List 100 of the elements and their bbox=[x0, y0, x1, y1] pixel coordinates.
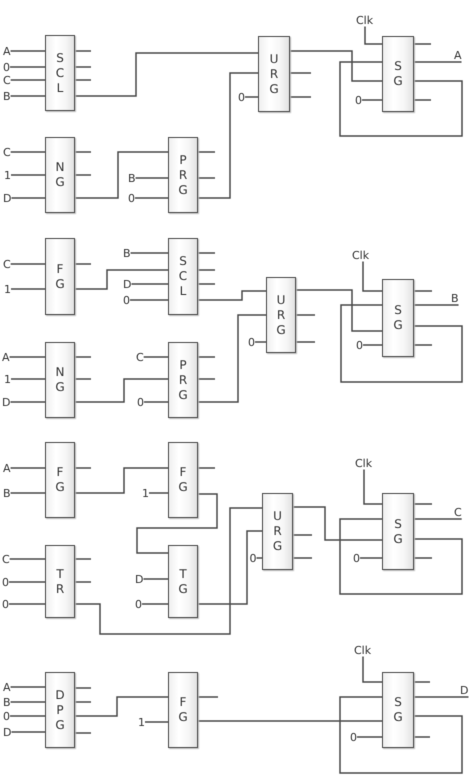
wire bbox=[414, 518, 462, 520]
gate-block: S G bbox=[382, 279, 414, 357]
input-label: 0 bbox=[3, 60, 10, 74]
input-label: 0 bbox=[250, 552, 256, 564]
input-label: A bbox=[3, 680, 11, 694]
wire bbox=[296, 289, 382, 332]
wire bbox=[363, 470, 382, 505]
wire bbox=[75, 151, 168, 199]
wire bbox=[364, 26, 382, 45]
gate-block: U R G bbox=[262, 493, 293, 570]
input-label: D bbox=[123, 278, 132, 290]
gate-block: F G bbox=[168, 442, 198, 518]
wire bbox=[10, 50, 45, 52]
wire bbox=[11, 731, 45, 733]
wire bbox=[414, 696, 468, 698]
wire bbox=[135, 197, 168, 199]
gate-block: T G bbox=[168, 545, 198, 618]
input-label: 0 bbox=[2, 576, 9, 588]
input-label: B bbox=[3, 486, 11, 500]
wire bbox=[10, 467, 45, 469]
wire bbox=[10, 95, 45, 97]
wire bbox=[198, 290, 266, 301]
input-label: 0 bbox=[350, 730, 357, 744]
wire bbox=[198, 720, 382, 722]
input-label: B bbox=[128, 172, 136, 184]
input-label: 1 bbox=[4, 168, 11, 182]
clock-label: Clk bbox=[355, 456, 372, 470]
wire bbox=[245, 96, 258, 98]
wire bbox=[10, 558, 45, 560]
gate-block: P R G bbox=[168, 342, 198, 418]
input-label: D bbox=[3, 726, 12, 738]
input-label: 0 bbox=[123, 294, 130, 306]
wire bbox=[136, 177, 168, 179]
wire bbox=[10, 401, 45, 403]
wire bbox=[10, 686, 45, 688]
wire bbox=[10, 356, 45, 358]
gate-block: S G bbox=[382, 36, 414, 112]
gate-block: U R G bbox=[258, 36, 290, 112]
clock-label: Clk bbox=[356, 14, 374, 26]
wire bbox=[75, 507, 262, 635]
input-label: 0 bbox=[128, 192, 135, 204]
gate-block: P R G bbox=[168, 137, 198, 213]
feedback-wire bbox=[340, 304, 463, 383]
wire bbox=[198, 314, 266, 403]
wire bbox=[10, 66, 45, 68]
wire bbox=[11, 197, 45, 199]
input-label: 1 bbox=[4, 282, 11, 296]
wire bbox=[144, 356, 168, 358]
input-label: 1 bbox=[142, 486, 149, 500]
gate-block: S C L bbox=[45, 35, 75, 111]
gate-block: U R G bbox=[266, 277, 296, 353]
input-label: 0 bbox=[355, 94, 362, 106]
wire bbox=[149, 492, 168, 494]
feedback-wire bbox=[339, 696, 463, 774]
gate-block: S G bbox=[382, 493, 414, 570]
wire bbox=[131, 283, 168, 285]
input-label: D bbox=[3, 192, 12, 204]
wire bbox=[357, 736, 382, 738]
input-label: 0 bbox=[3, 710, 10, 722]
wire bbox=[198, 530, 262, 605]
wire bbox=[144, 401, 168, 403]
wire bbox=[362, 99, 382, 101]
input-label: C bbox=[3, 146, 11, 158]
wire bbox=[290, 50, 382, 82]
feedback-wire bbox=[339, 61, 463, 137]
wire bbox=[363, 344, 382, 346]
input-label: 0 bbox=[137, 396, 144, 408]
gate-block: S G bbox=[382, 672, 414, 748]
wire bbox=[414, 304, 459, 306]
wire bbox=[145, 721, 168, 723]
clock-label: Clk bbox=[354, 644, 372, 656]
input-label: D bbox=[135, 572, 144, 586]
wire bbox=[10, 263, 45, 265]
input-label: 0 bbox=[356, 338, 363, 352]
input-label: 0 bbox=[2, 598, 9, 610]
gate-block: N G bbox=[45, 342, 75, 418]
input-label: A bbox=[2, 350, 10, 364]
output-label: C bbox=[454, 506, 462, 519]
input-label: 1 bbox=[4, 372, 11, 386]
input-label: 1 bbox=[138, 716, 145, 728]
wire bbox=[10, 79, 45, 81]
wire bbox=[414, 61, 462, 63]
wire bbox=[75, 269, 168, 290]
output-label: A bbox=[454, 49, 462, 62]
wire bbox=[362, 656, 382, 683]
gate-block: F G bbox=[168, 672, 198, 748]
feedback-wire bbox=[339, 518, 463, 595]
wire bbox=[10, 715, 45, 717]
wire bbox=[75, 696, 168, 717]
wire bbox=[75, 378, 168, 403]
wire bbox=[136, 493, 218, 554]
input-label: C bbox=[136, 350, 144, 364]
wire bbox=[11, 288, 45, 290]
wire bbox=[255, 341, 266, 343]
wire bbox=[75, 52, 258, 97]
wire bbox=[142, 603, 168, 605]
wire bbox=[293, 506, 382, 541]
gate-block: S C L bbox=[168, 238, 198, 315]
wire bbox=[360, 557, 382, 559]
input-label: C bbox=[3, 74, 11, 86]
